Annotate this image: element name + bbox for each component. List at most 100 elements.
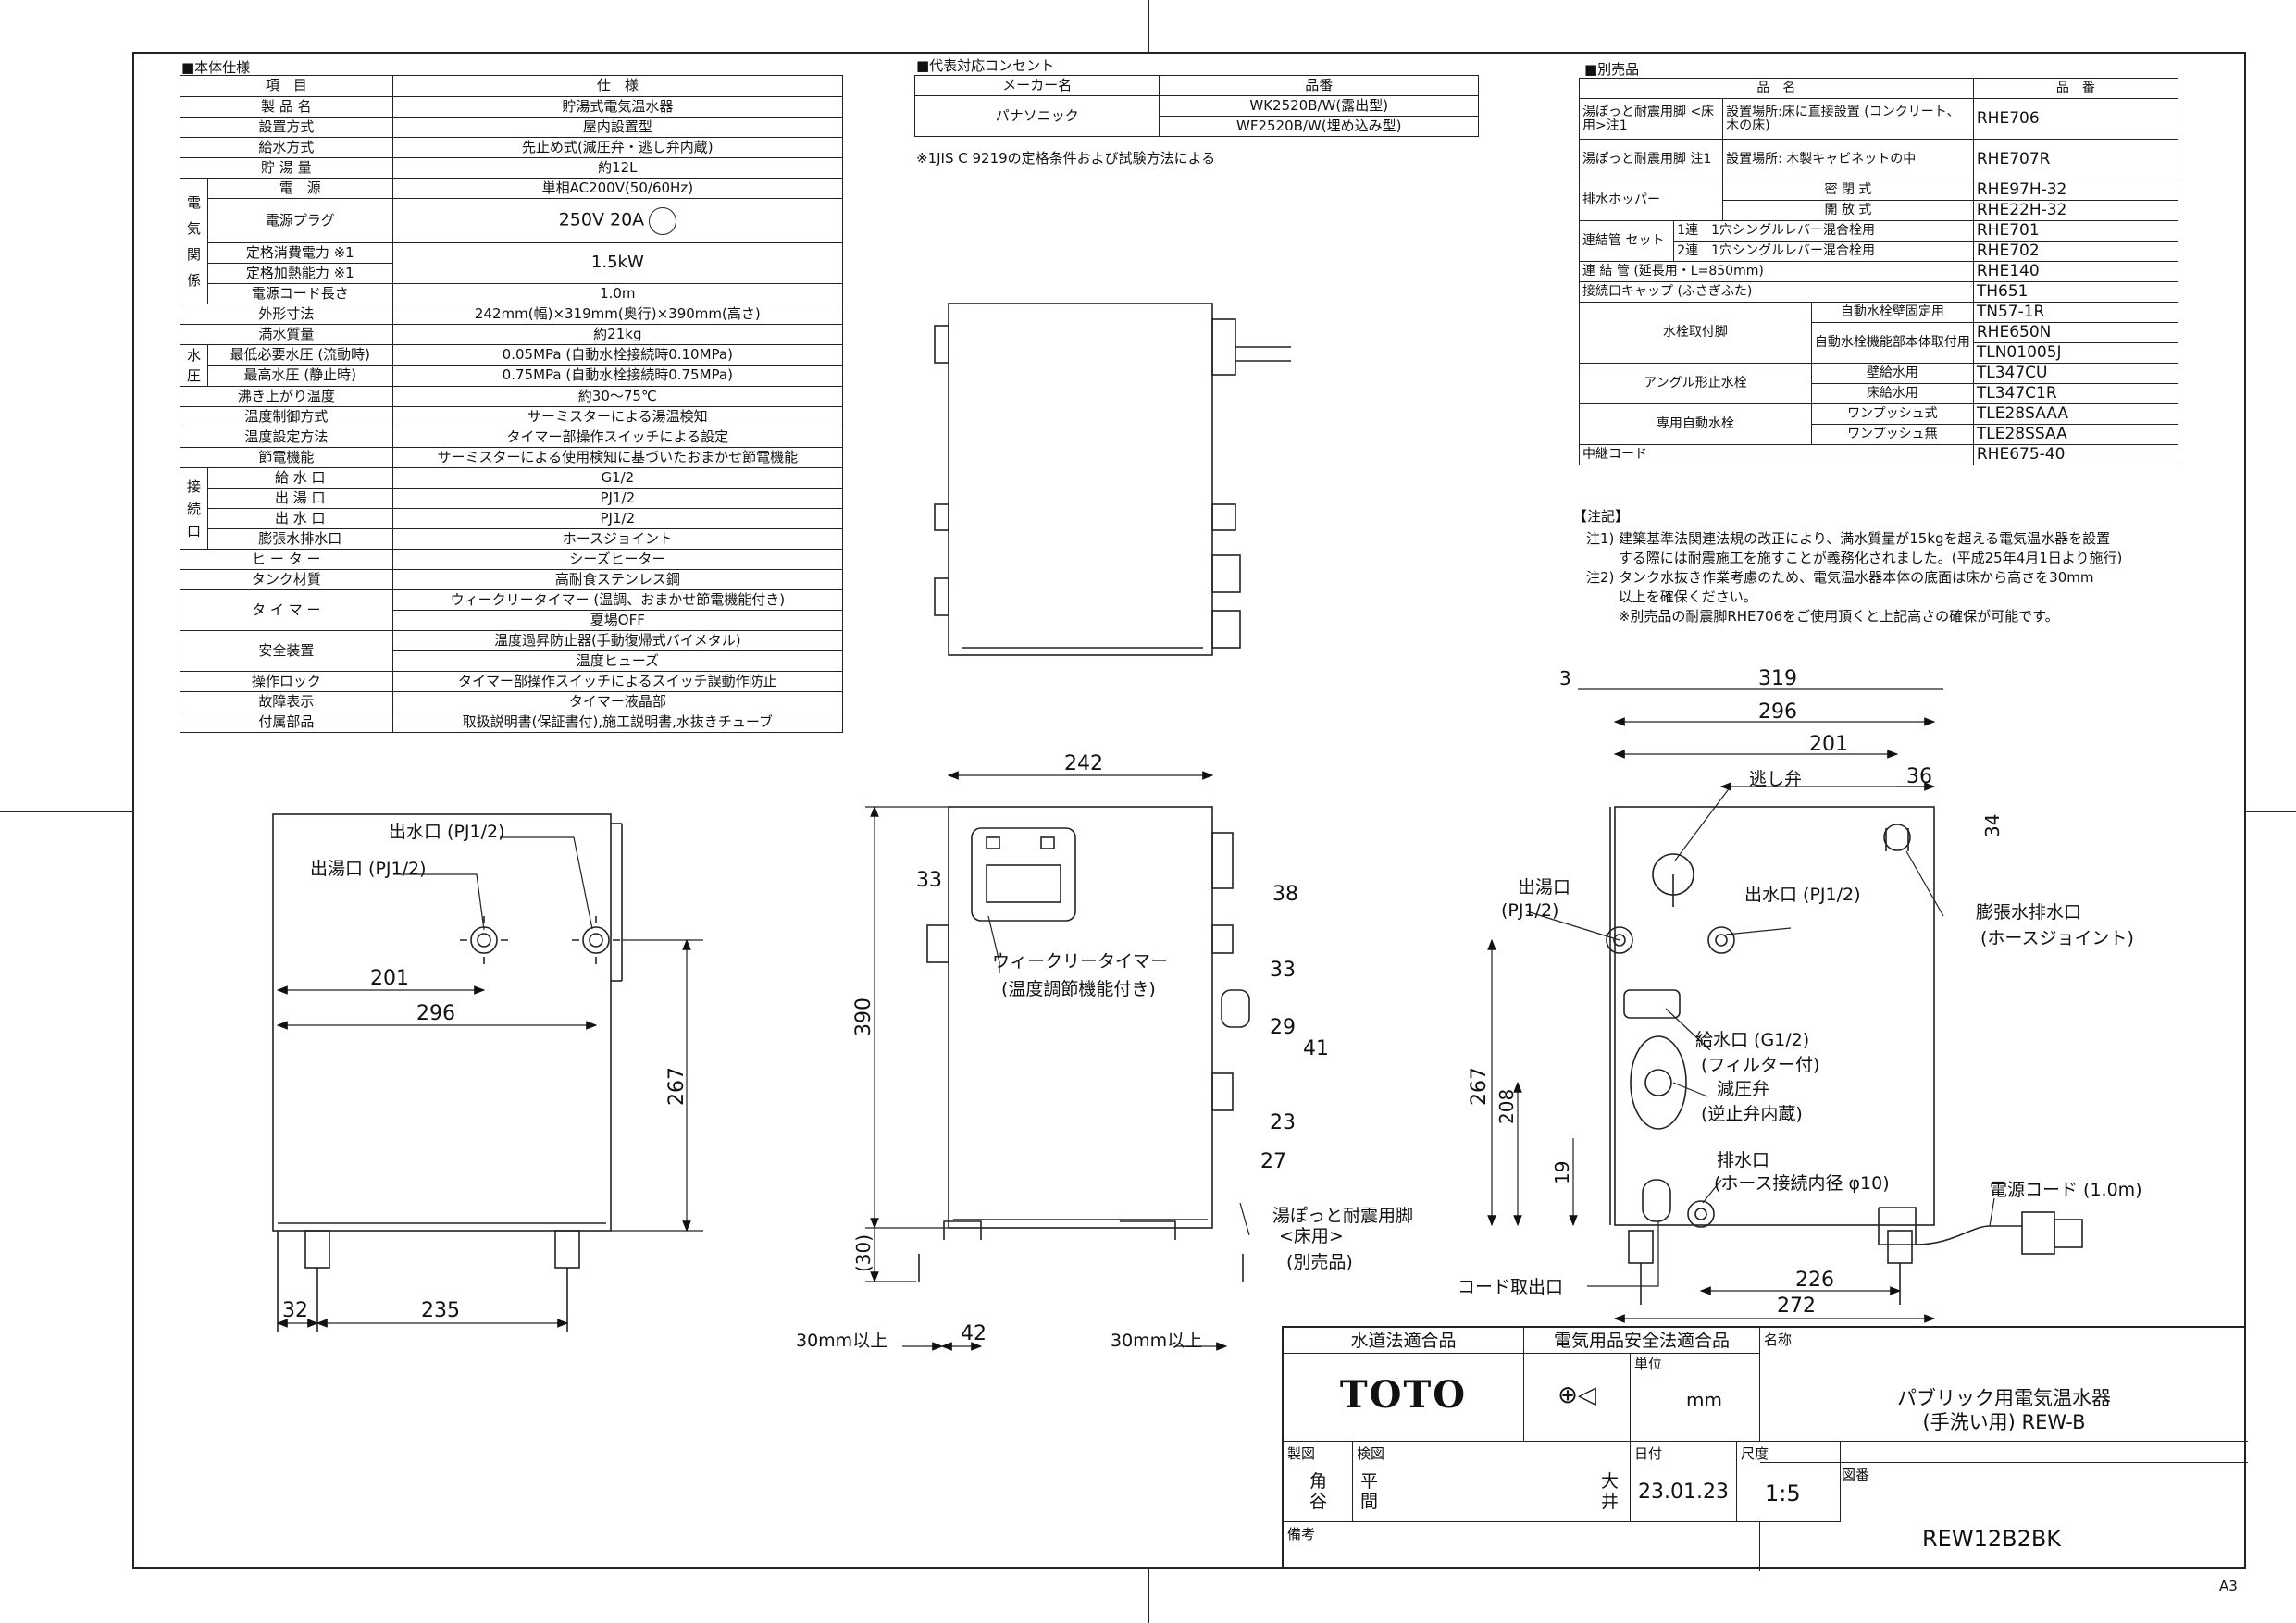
title-block: 水道法適合品 電気用品安全法適合品 TOTO ⊕◁ 単位 mm 名称 パブリック…: [1282, 1326, 2248, 1571]
spec-title: ■本体仕様: [181, 59, 251, 76]
label-timer: ウィークリータイマー: [992, 951, 1168, 972]
unit-cell: 単位 mm: [1631, 1328, 1760, 1442]
table-row: 温度制御方式サーミスターによる湯温検知: [180, 406, 844, 427]
label-drain: 排水口: [1717, 1150, 1769, 1171]
label-expansion: 膨張水排水口: [1976, 902, 2081, 923]
dim-33b: 33: [1270, 959, 1296, 982]
label-inlet: 給水口 (G1/2): [1695, 1030, 1809, 1050]
label-reducer: 減圧弁: [1717, 1079, 1769, 1099]
dim-33a: 33: [916, 869, 942, 892]
dim-267r: 267: [1468, 1067, 1491, 1106]
scale-cell: 尺度 1:5: [1737, 1442, 1841, 1522]
note-line: 注2) タンク水抜き作業考慮のため、電気温水器本体の底面は床から高さを30mm: [1586, 569, 2094, 586]
label-clearance-right: 30mm以上: [1111, 1331, 1202, 1351]
note-line: 以上を確保ください。: [1586, 588, 1757, 605]
outlet-title: ■代表対応コンセント: [916, 57, 1055, 74]
label-seismic2: <床用>: [1279, 1226, 1344, 1246]
table-row: 操作ロックタイマー部操作スイッチによるスイッチ誤動作防止: [180, 671, 844, 692]
projection-cell: ⊕◁: [1524, 1354, 1631, 1442]
table-row: TLN01005J: [1580, 342, 2179, 364]
dim-296r: 296: [1758, 700, 1797, 724]
dim-3: 3: [1559, 667, 1571, 689]
plug-icon: [648, 206, 676, 235]
notes-title: 【注記】: [1573, 508, 1630, 525]
dim-272: 272: [1777, 1295, 1816, 1318]
dim-242: 242: [1064, 752, 1103, 775]
drawer-cell: 製図 角谷: [1284, 1442, 1353, 1522]
dim-201r: 201: [1809, 733, 1848, 756]
table-row: 温度設定方法タイマー部操作スイッチによる設定: [180, 427, 844, 448]
dim-201: 201: [370, 967, 409, 990]
cert-water: 水道法適合品: [1284, 1328, 1524, 1354]
label-relief: 逃し弁: [1749, 769, 1802, 789]
remarks-cell: 備考: [1284, 1522, 1760, 1571]
table-row: タ イ マ ーウィークリータイマー (温調、おまかせ節電機能付き): [180, 589, 844, 631]
table-row: 定格加熱能力 ※1: [180, 263, 843, 284]
options-title: ■別売品: [1584, 61, 1640, 78]
dim-29: 29: [1270, 1016, 1296, 1039]
dim-390: 390: [852, 997, 875, 1036]
projection-symbol-icon: ⊕◁: [1558, 1381, 1596, 1409]
table-row: 設置方式屋内設置型: [180, 117, 844, 138]
label-outlet-hot: 出湯口 (PJ1/2): [310, 859, 427, 879]
table-row: 付属部品取扱説明書(保証書付),施工説明書,水抜きチューブ: [180, 712, 844, 733]
table-row: 給水方式先止め式(減圧弁・逃し弁内蔵): [180, 137, 844, 158]
note-line: 注1) 建築基準法関連法規の改正により、満水質量が15kgを超える電気温水器を設…: [1586, 530, 2111, 547]
brand-logo: TOTO: [1339, 1373, 1468, 1417]
checker-cell: 検図 平間 大井: [1353, 1442, 1631, 1522]
dim-42: 42: [961, 1322, 987, 1345]
dim-34: 34: [1981, 814, 2004, 837]
table-row: 水圧最低必要水圧 (流動時)0.05MPa (自動水栓接続時0.10MPa): [180, 344, 844, 387]
dim-19: 19: [1551, 1161, 1573, 1184]
dim-27: 27: [1260, 1150, 1286, 1173]
dim-235: 235: [421, 1299, 460, 1322]
table-row: 貯 湯 量約12L: [180, 157, 844, 179]
note-line: ※別売品の耐震脚RHE706をご使用頂くと上記高さの確保が可能です。: [1586, 608, 2059, 625]
note-line: する際には耐震施工を施すことが義務化されました。(平成25年4月1日より施行): [1586, 550, 2123, 566]
side-view: [1606, 806, 2083, 1305]
dim-296: 296: [416, 1002, 455, 1025]
label-filter: (フィルター付): [1701, 1055, 1819, 1075]
label-seismic3: (別売品): [1286, 1252, 1353, 1272]
date-cell: 日付 23.01.23: [1631, 1442, 1737, 1522]
label-drain2: (ホース接続内径 φ10): [1714, 1173, 1890, 1194]
label-check: (逆止弁内蔵): [1701, 1104, 1803, 1124]
dim-208: 208: [1496, 1089, 1518, 1124]
front-view: [918, 806, 1250, 1282]
top-view: [934, 303, 1291, 656]
label-outlet-water: 出水口 (PJ1/2): [389, 822, 505, 842]
dim-226: 226: [1795, 1269, 1834, 1292]
label-hose: (ホースジョイント): [1980, 928, 2134, 948]
label-cord: 電源コード (1.0m): [1990, 1180, 2142, 1200]
dim-36: 36: [1906, 765, 1932, 788]
outlet-note: ※1JIS C 9219の定格条件および試験方法による: [916, 150, 1216, 167]
dim-319: 319: [1758, 667, 1797, 690]
brand-cell: TOTO: [1284, 1354, 1524, 1442]
number-cell: 図番 REW12B2BK: [1760, 1462, 2248, 1571]
drawing-frame: [132, 52, 2246, 1569]
label-outlet-water-r: 出水口 (PJ1/2): [1744, 885, 1861, 905]
table-row: ヒ ー タ ーシーズヒーター: [180, 549, 844, 570]
registration-mark-left: [0, 811, 132, 812]
dim-267: 267: [665, 1067, 689, 1106]
registration-mark-top: [1148, 0, 1149, 52]
label-seismic: 湯ぽっと耐震用脚: [1272, 1206, 1413, 1226]
label-hot-r2: (PJ1/2): [1501, 900, 1558, 921]
label-timer-sub: (温度調節機能付き): [1001, 979, 1156, 999]
spec-table: 項 目仕 様 製 品 名貯湯式電気温水器 設置方式屋内設置型 給水方式先止め式(…: [180, 75, 844, 733]
name-cell: 名称 パブリック用電気温水器 (手洗い用) REW-B: [1760, 1328, 2248, 1442]
